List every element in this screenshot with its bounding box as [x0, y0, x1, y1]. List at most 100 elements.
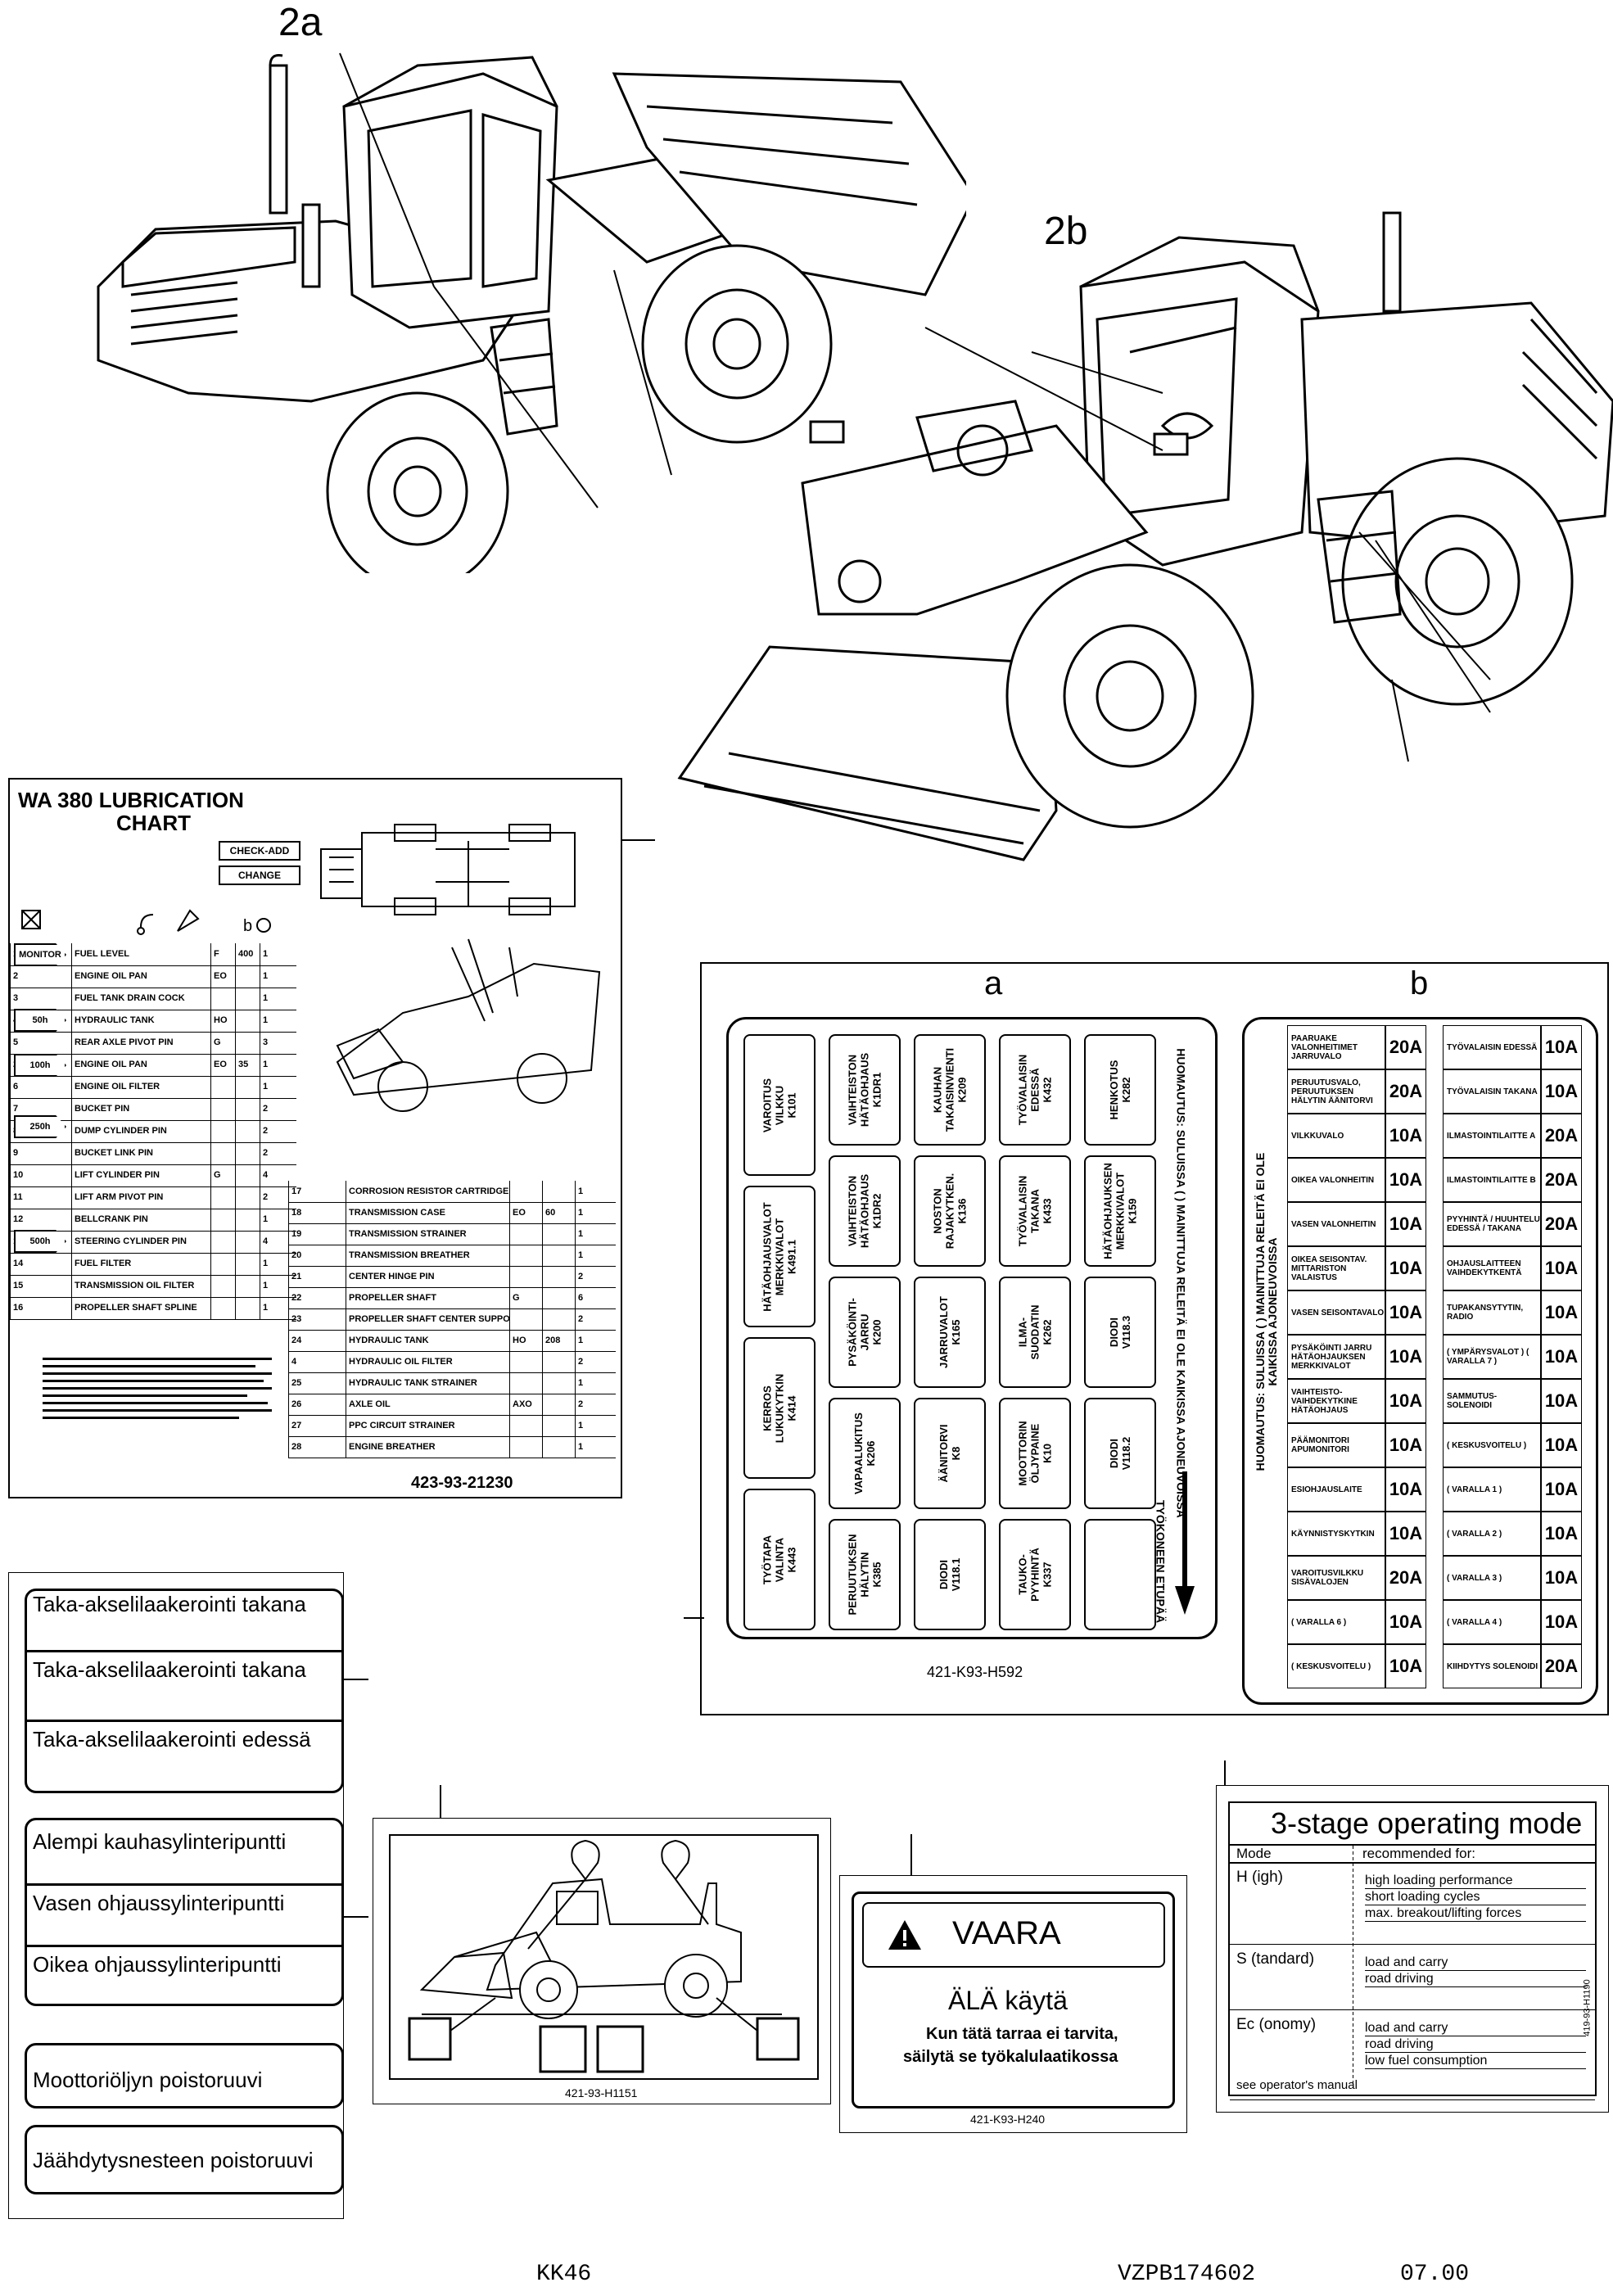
lube-cell-c: G — [210, 1164, 235, 1186]
lube-cell-p: 1 — [575, 1330, 599, 1351]
lube-cell-n: 23 — [288, 1308, 346, 1330]
fuse-a-relay-label: VAIHTEISTON HÄTÄOHJAUS K1DR1 — [846, 1052, 883, 1128]
lube-cell-q — [235, 1076, 260, 1098]
fuse-b-circuit: ( VARALLA 3 ) — [1443, 1556, 1541, 1600]
lube-cell-p: 1 — [260, 1054, 280, 1076]
lube-cell-p: 1 — [260, 988, 280, 1010]
fuse-a-relay: TYÖTAPA VALINTA K443 — [743, 1489, 816, 1630]
fuse-a-relay-label: TAUKO- PYYHINTÄ K337 — [1016, 1548, 1054, 1602]
fuse-a-relay — [1084, 1519, 1156, 1630]
lube-cell-q — [235, 1297, 260, 1319]
lube-cell-t: HYDRAULIC TANK — [71, 1010, 210, 1032]
lube-cell-n: 16 — [10, 1297, 71, 1319]
change-label: CHANGE — [237, 870, 281, 881]
fuse-b-rating: 10A — [1385, 1644, 1426, 1688]
lube-cell-p: 2 — [260, 1120, 280, 1142]
lube-cell-p: 1 — [575, 1223, 599, 1245]
lube-cell-c — [509, 1223, 542, 1245]
footer-revision: 07.00 — [1400, 2262, 1470, 2287]
fuse-b-rating: 10A — [1385, 1246, 1426, 1290]
lube-cell-q — [235, 1142, 260, 1164]
labels-leader-1 — [344, 1679, 368, 1680]
interval-tag: 500h — [14, 1230, 66, 1253]
lube-cell-q — [235, 1186, 260, 1209]
lube-cell-p: 6 — [575, 1287, 599, 1308]
lube-cell-q — [542, 1223, 575, 1245]
check-add-box: CHECK-ADD — [219, 841, 300, 861]
fuse-b-circuit: ESIOHJAUSLAITE — [1287, 1467, 1385, 1512]
lube-cell-q — [235, 1098, 260, 1120]
fuse-a-relay-label: ILMA- SUODATIN K262 — [1016, 1304, 1054, 1360]
lube-cell-q: 400 — [235, 943, 260, 965]
lube-cell-p: 2 — [260, 1142, 280, 1164]
fuse-b-circuit: KÄYNNISTYSKYTKIN — [1287, 1512, 1385, 1556]
fuse-a-relay: DIODI V118.1 — [914, 1519, 986, 1630]
fuse-a-relay-label: DIODI V118.3 — [1108, 1315, 1132, 1349]
fuse-b-note: HUOMAUTUS: SULUISSA ( ) MAINITTUJA RELEI… — [1254, 1152, 1279, 1471]
fuse-b-circuit: OIKEA SEISONTAV. MITTARISTON VALAISTUS — [1287, 1246, 1385, 1290]
fuse-b-circuit: PERUUTUSVALO, PERUUTUKSEN HÄLYTIN ÄÄNITO… — [1287, 1069, 1385, 1114]
location-label: Taka-akselilaakerointi takana — [33, 1657, 306, 1682]
fuse-b-circuit: TYÖVALAISIN EDESSÄ — [1443, 1025, 1541, 1069]
lube-title-2: CHART — [116, 811, 191, 835]
fuse-a-relay: KAUHAN TAKAISINVIENTI K209 — [914, 1034, 986, 1146]
lube-cell-p: 1 — [260, 1297, 280, 1319]
lube-cell-c — [509, 1181, 542, 1202]
location-label: Alempi kauhasylinteripuntti — [33, 1829, 287, 1854]
lubrication-chart: WA 380 LUBRICATION CHART CHECK-ADD CHANG… — [8, 778, 622, 1859]
fuse-box-a — [726, 1017, 1218, 1639]
fuse-b-rating: 10A — [1385, 1423, 1426, 1467]
fuse-b-rating: 10A — [1541, 1423, 1582, 1467]
vaara-part-number: 421-K93-H240 — [970, 2113, 1046, 2126]
fuse-a-relay: PERUUTUKSEN HÄLYTIN K385 — [829, 1519, 901, 1630]
fuse-a-relay-label: TYÖTAPA VALINTA K443 — [761, 1534, 798, 1584]
interval-tag: 50h — [14, 1009, 66, 1032]
lube-cell-c — [210, 1098, 235, 1120]
fuse-a-relay-label: DIODI V118.2 — [1108, 1436, 1132, 1471]
lube-cell-n: 15 — [10, 1275, 71, 1297]
fuse-a-relay-label: HÄTÄOHJAUKSEN MERKKIVALOT K159 — [1101, 1163, 1139, 1259]
location-label: Taka-akselilaakerointi edessä — [33, 1727, 311, 1751]
lube-cell-c: F — [210, 943, 235, 965]
lube-cell-p: 1 — [575, 1372, 599, 1394]
lube-cell-c — [210, 1275, 235, 1297]
fuse-a-relay-label: KAUHAN TAKAISINVIENTI K209 — [931, 1047, 969, 1132]
fuse-b-rating: 10A — [1385, 1290, 1426, 1335]
fuse-a-relay-label: TYÖVALAISIN TAKANA K433 — [1016, 1175, 1054, 1247]
lube-cell-n: 17 — [288, 1181, 346, 1202]
lube-cell-q — [542, 1415, 575, 1436]
mode-header-rule — [1230, 1862, 1595, 1864]
label-divider — [25, 1883, 344, 1886]
fuse-a-relay: VAPAALUKITUS K206 — [829, 1398, 901, 1509]
lift-decal-part-number: 421-93-H1151 — [565, 2086, 638, 2099]
lube-cell-t: LIFT ARM PIVOT PIN — [71, 1186, 210, 1209]
lube-cell-q — [542, 1308, 575, 1330]
fuse-b-circuit: ( VARALLA 4 ) — [1443, 1600, 1541, 1644]
lube-cell-n: 18 — [288, 1202, 346, 1223]
lube-cell-c: HO — [210, 1010, 235, 1032]
vaara-line-3: säilytä se työkalulaatikossa — [903, 2048, 1118, 2066]
mode-header-mode: Mode — [1236, 1846, 1272, 1861]
lube-cell-n: 5 — [10, 1032, 71, 1054]
lube-cell-q — [235, 1231, 260, 1253]
lube-cell-c — [509, 1308, 542, 1330]
lube-cell-p: 4 — [260, 1164, 280, 1186]
lube-cell-n: 6 — [10, 1076, 71, 1098]
lube-cell-c — [509, 1351, 542, 1372]
lube-cell-q: 208 — [542, 1330, 575, 1351]
lube-cell-q — [235, 1164, 260, 1186]
fuse-b-circuit: ILMASTOINTILAITTE A — [1443, 1114, 1541, 1158]
fuse-b-circuit: ( VARALLA 2 ) — [1443, 1512, 1541, 1556]
fuse-a-relay: DIODI V118.3 — [1084, 1277, 1156, 1388]
lube-cell-t: ENGINE OIL PAN — [71, 1054, 210, 1076]
footer-document: VZPB174602 — [1118, 2262, 1256, 2287]
lube-cell-t: HYDRAULIC TANK STRAINER — [346, 1372, 509, 1394]
